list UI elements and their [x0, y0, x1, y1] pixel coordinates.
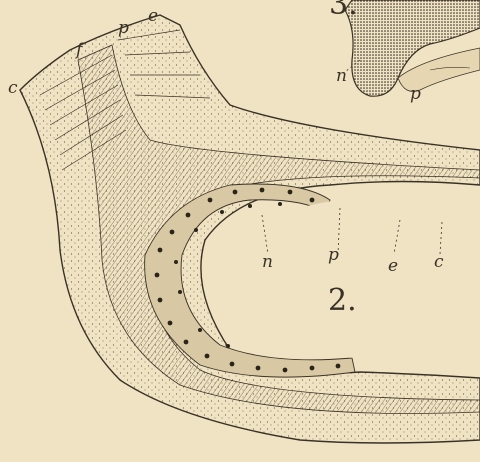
label-f-top: f: [76, 42, 82, 59]
label-c-inner: c: [434, 254, 444, 271]
label-n-inner: n: [262, 254, 273, 271]
label-n-inset: n: [336, 68, 347, 85]
label-c-top: c: [8, 80, 18, 97]
label-p-top: p: [118, 20, 129, 37]
lumen: [215, 196, 480, 362]
label-p-inset: p: [410, 86, 421, 103]
inset-figure: [345, 0, 480, 96]
label-p-inner: p: [328, 247, 339, 264]
label-e-top: e: [148, 8, 158, 25]
figure-number: 2.: [328, 286, 357, 316]
label-e-inner: e: [388, 258, 398, 275]
corner-figure-number: 3.: [329, 0, 358, 20]
